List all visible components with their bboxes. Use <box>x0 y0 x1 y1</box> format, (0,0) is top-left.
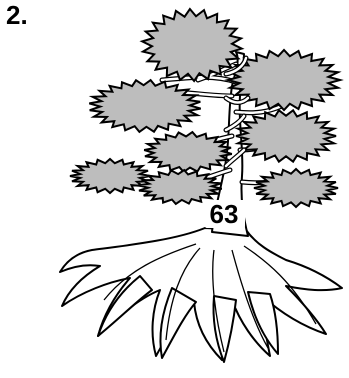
tree-roots <box>60 228 342 362</box>
leaf-cluster-3 <box>89 80 200 132</box>
trunk-number: 63 <box>210 199 239 229</box>
root-shape-1 <box>60 228 342 360</box>
tree-foliage <box>70 9 340 207</box>
leaf-cluster-4 <box>236 110 336 161</box>
leaf-cluster-6 <box>70 159 150 193</box>
leaf-cluster-8 <box>254 169 338 207</box>
